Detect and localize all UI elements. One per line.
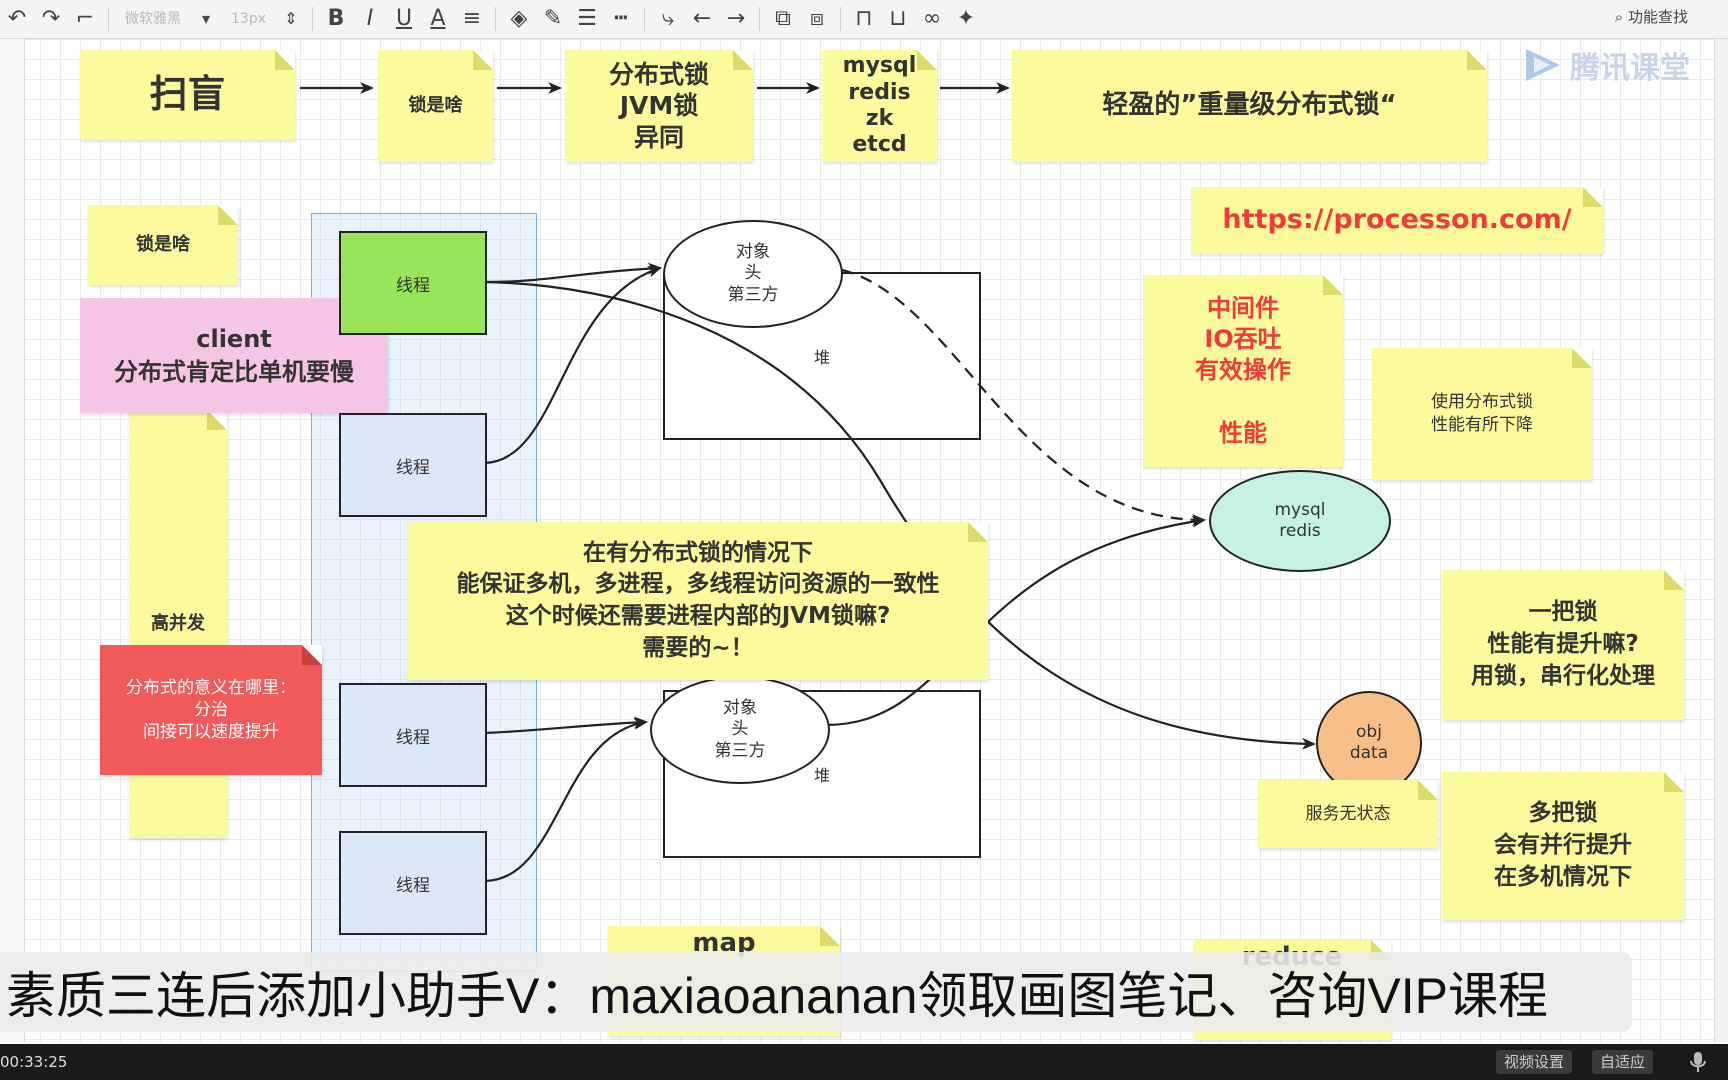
bring-front-icon[interactable]: ⧉	[775, 6, 791, 31]
heap-label: 堆	[813, 348, 830, 367]
promo-subtitle: 素质三连后添加小助手V：maxiaoananan领取画图笔记、咨询VIP课程	[6, 968, 1548, 1024]
font-color-icon[interactable]: A	[430, 6, 446, 31]
toolbar-divider	[495, 7, 496, 31]
arrow-dashed-header-to-mysql	[841, 268, 1206, 526]
font-size-select[interactable]: 13px	[231, 11, 266, 27]
sticky-note-what-is-lock-top[interactable]: 锁是啥	[378, 50, 493, 162]
end-arrow-icon[interactable]: →	[726, 6, 746, 31]
toolbar-divider	[840, 7, 841, 31]
sticky-note-stateless-service[interactable]: 服务无状态	[1258, 780, 1438, 848]
object-header-top[interactable]: 对象 头 第三方	[663, 220, 843, 328]
line-color-icon[interactable]: ✎	[543, 6, 563, 31]
right-toolbar[interactable]	[1714, 39, 1728, 1042]
sticky-note-lock-vs-jvm[interactable]: 分布式锁 JVM锁 异同	[565, 50, 753, 162]
toolbar-divider	[108, 7, 109, 31]
sticky-note-performance-drop[interactable]: 使用分布式锁 性能有所下降	[1372, 348, 1592, 480]
fill-color-icon[interactable]: ◈	[510, 6, 528, 31]
font-family-select[interactable]: 微软雅黑	[125, 11, 181, 27]
sticky-note-scan[interactable]: 扫盲	[80, 50, 295, 140]
video-settings-button[interactable]: 视频设置	[1496, 1050, 1573, 1074]
object-header-bottom[interactable]: 对象 头 第三方	[650, 676, 830, 784]
chevron-down-icon[interactable]: ▾	[201, 9, 211, 28]
thread-box-3[interactable]: 线程	[339, 683, 487, 787]
adaptive-button[interactable]: 自适应	[1592, 1050, 1654, 1074]
thread-box-1[interactable]: 线程	[339, 231, 487, 335]
search-function-label: 功能查找	[1627, 8, 1688, 26]
left-panel[interactable]	[0, 39, 25, 1042]
stepper-icon[interactable]: ⇕	[284, 9, 298, 28]
sticky-note-middleware-performance[interactable]: 中间件 IO吞吐 有效操作 性能	[1143, 275, 1343, 467]
bold-icon[interactable]: B	[327, 6, 345, 31]
link-icon[interactable]: ∞	[922, 6, 942, 31]
underline-icon[interactable]: U	[395, 6, 413, 31]
sticky-note-jvm-lock-question[interactable]: 在有分布式锁的情况下 能保证多机，多进程，多线程访问资源的一致性 这个时候还需要…	[408, 522, 988, 680]
search-function-button[interactable]: ⌕ 功能查找	[1615, 0, 1688, 34]
connector-icon[interactable]: ⤷	[661, 6, 675, 31]
thread-box-2[interactable]: 线程	[339, 413, 487, 517]
italic-icon[interactable]: I	[366, 6, 374, 31]
tencent-classroom-logo: 腾讯课堂	[1520, 40, 1728, 90]
format-painter-icon[interactable]: ⌐	[75, 6, 95, 31]
arrow-thread3-to-header	[484, 716, 648, 735]
redo-icon[interactable]: ↷	[41, 6, 61, 31]
obj-data-node[interactable]: obj data	[1316, 691, 1422, 795]
arrow-thread1-to-obj	[484, 280, 1316, 750]
lock-icon[interactable]: ⊓	[855, 6, 873, 31]
heap-label: 堆	[813, 766, 830, 785]
align-icon[interactable]: ≡	[462, 6, 482, 31]
sticky-note-single-lock[interactable]: 一把锁 性能有提升嘛? 用锁，串行化处理	[1442, 570, 1684, 720]
promo-subtitle-band: 素质三连后添加小助手V：maxiaoananan领取画图笔记、咨询VIP课程	[0, 952, 1632, 1032]
sticky-note-lightweight[interactable]: 轻盈的”重量级分布式锁“	[1012, 50, 1487, 162]
search-icon: ⌕	[1614, 8, 1624, 26]
mic-icon[interactable]	[1686, 1050, 1710, 1074]
magic-icon[interactable]: ✦	[956, 6, 976, 31]
sticky-note-what-is-lock[interactable]: 锁是啥	[88, 205, 238, 285]
toolbar-divider	[759, 7, 760, 31]
arrow-thread2-to-header	[484, 265, 662, 465]
undo-icon[interactable]: ↶	[7, 6, 27, 31]
sticky-note-distributed-meaning[interactable]: 分布式的意义在哪里： 分治 间接可以速度提升	[100, 645, 322, 775]
arrow-thread1-to-header	[484, 262, 662, 284]
line-weight-icon[interactable]: ☰	[577, 6, 597, 31]
toolbar-divider	[644, 7, 645, 31]
toolbar: ↶ ↷ ⌐ 微软雅黑 ▾ 13px ⇕ B I U A ≡ ◈ ✎ ☰ ┅ ⤷ …	[0, 0, 1728, 39]
send-back-icon[interactable]: ⧈	[810, 6, 824, 31]
start-arrow-icon[interactable]: ←	[692, 6, 712, 31]
play-logo-icon	[1526, 49, 1560, 81]
mysql-redis-node[interactable]: mysql redis	[1209, 470, 1391, 572]
video-player-bar: 00:33:25	[0, 1044, 1728, 1080]
sticky-note-backends[interactable]: mysql redis zk etcd	[822, 50, 937, 162]
arrow-thread4-to-header	[484, 717, 648, 883]
playback-time: 00:33:25	[0, 1053, 68, 1071]
unlock-icon[interactable]: ⊔	[889, 6, 907, 31]
sticky-note-processon-url[interactable]: https://processon.com/	[1191, 187, 1603, 254]
thread-box-4[interactable]: 线程	[339, 831, 487, 935]
brand-text: 腾讯课堂	[1570, 51, 1690, 86]
sticky-note-multi-lock[interactable]: 多把锁 会有并行提升 在多机情况下	[1442, 772, 1684, 920]
line-style-icon[interactable]: ┅	[614, 6, 628, 31]
toolbar-divider	[312, 7, 313, 31]
